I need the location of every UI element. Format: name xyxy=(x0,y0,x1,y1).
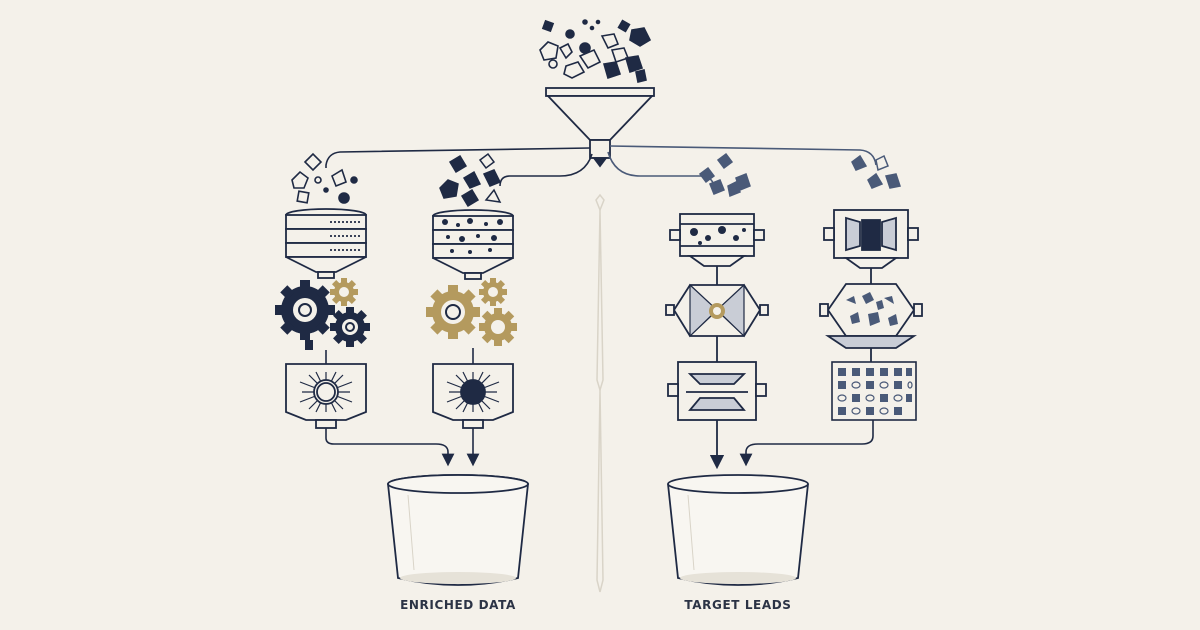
center-divider xyxy=(595,193,605,593)
target-leads-label: TARGET LEADS xyxy=(684,598,792,612)
column-4-hex-chamber xyxy=(819,283,923,362)
column-1-filter-stack xyxy=(285,208,367,279)
column-1-processor xyxy=(285,363,367,429)
column-3-sifter xyxy=(669,213,765,285)
enriched-data-label: ENRICHED DATA xyxy=(400,598,516,612)
gear-icon xyxy=(426,285,480,339)
column-3-press xyxy=(667,361,767,470)
column-2-filter-stack xyxy=(432,209,514,280)
column-2-processor xyxy=(432,363,514,429)
column-4-grid-sorter xyxy=(831,361,917,421)
arrows-to-buckets xyxy=(325,420,874,467)
gear-icon xyxy=(330,278,358,306)
gear-icon xyxy=(330,307,370,347)
top-particles xyxy=(539,19,652,83)
main-funnel xyxy=(545,87,655,168)
gear-icon xyxy=(275,280,335,340)
bucket-enriched-data xyxy=(387,474,529,586)
gear-icon xyxy=(709,303,725,319)
gear-icon xyxy=(479,308,517,346)
column-2-gears xyxy=(426,278,517,364)
column-4-particles xyxy=(851,154,901,189)
column-1-particles xyxy=(291,152,358,204)
column-2-particles xyxy=(439,152,502,208)
column-3-hex-chamber xyxy=(665,283,769,362)
column-4-shaper xyxy=(823,209,919,284)
column-1-gears xyxy=(275,278,370,364)
column-3-particles xyxy=(698,152,751,198)
gear-icon xyxy=(479,278,507,306)
distribution-lines xyxy=(325,145,877,187)
bucket-target-leads xyxy=(667,474,809,586)
